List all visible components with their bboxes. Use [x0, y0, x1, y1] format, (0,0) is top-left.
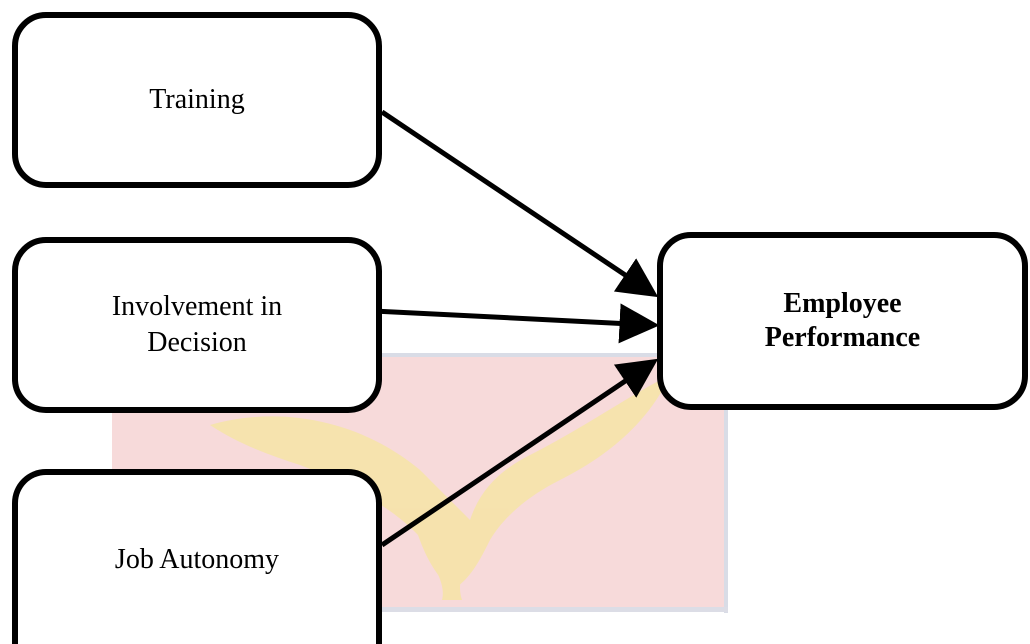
node-performance-label-line2: Performance	[764, 322, 921, 353]
watermark-panel-right-edge	[724, 353, 728, 613]
node-training: Training	[12, 12, 382, 188]
node-involvement-label-line2: Decision	[147, 327, 247, 358]
node-training-label: Training	[149, 84, 245, 115]
node-performance-label-line1: Employee	[783, 288, 902, 319]
node-job-autonomy: Job Autonomy	[12, 469, 382, 644]
node-involvement-in-decision: Involvement in Decision	[12, 237, 382, 413]
node-autonomy-label: Job Autonomy	[114, 543, 280, 575]
watermark-panel-bottom-edge	[112, 607, 728, 612]
eagle-shape	[210, 375, 670, 600]
watermark-panel-top-edge	[112, 353, 728, 357]
node-employee-performance: Employee Performance	[657, 232, 1028, 410]
node-involvement-label-line1: Involvement in	[111, 291, 283, 322]
arrow-autonomy-to-performance	[380, 358, 659, 548]
arrow-involvement-to-performance	[373, 303, 660, 344]
arrow-training-to-performance	[380, 109, 659, 298]
